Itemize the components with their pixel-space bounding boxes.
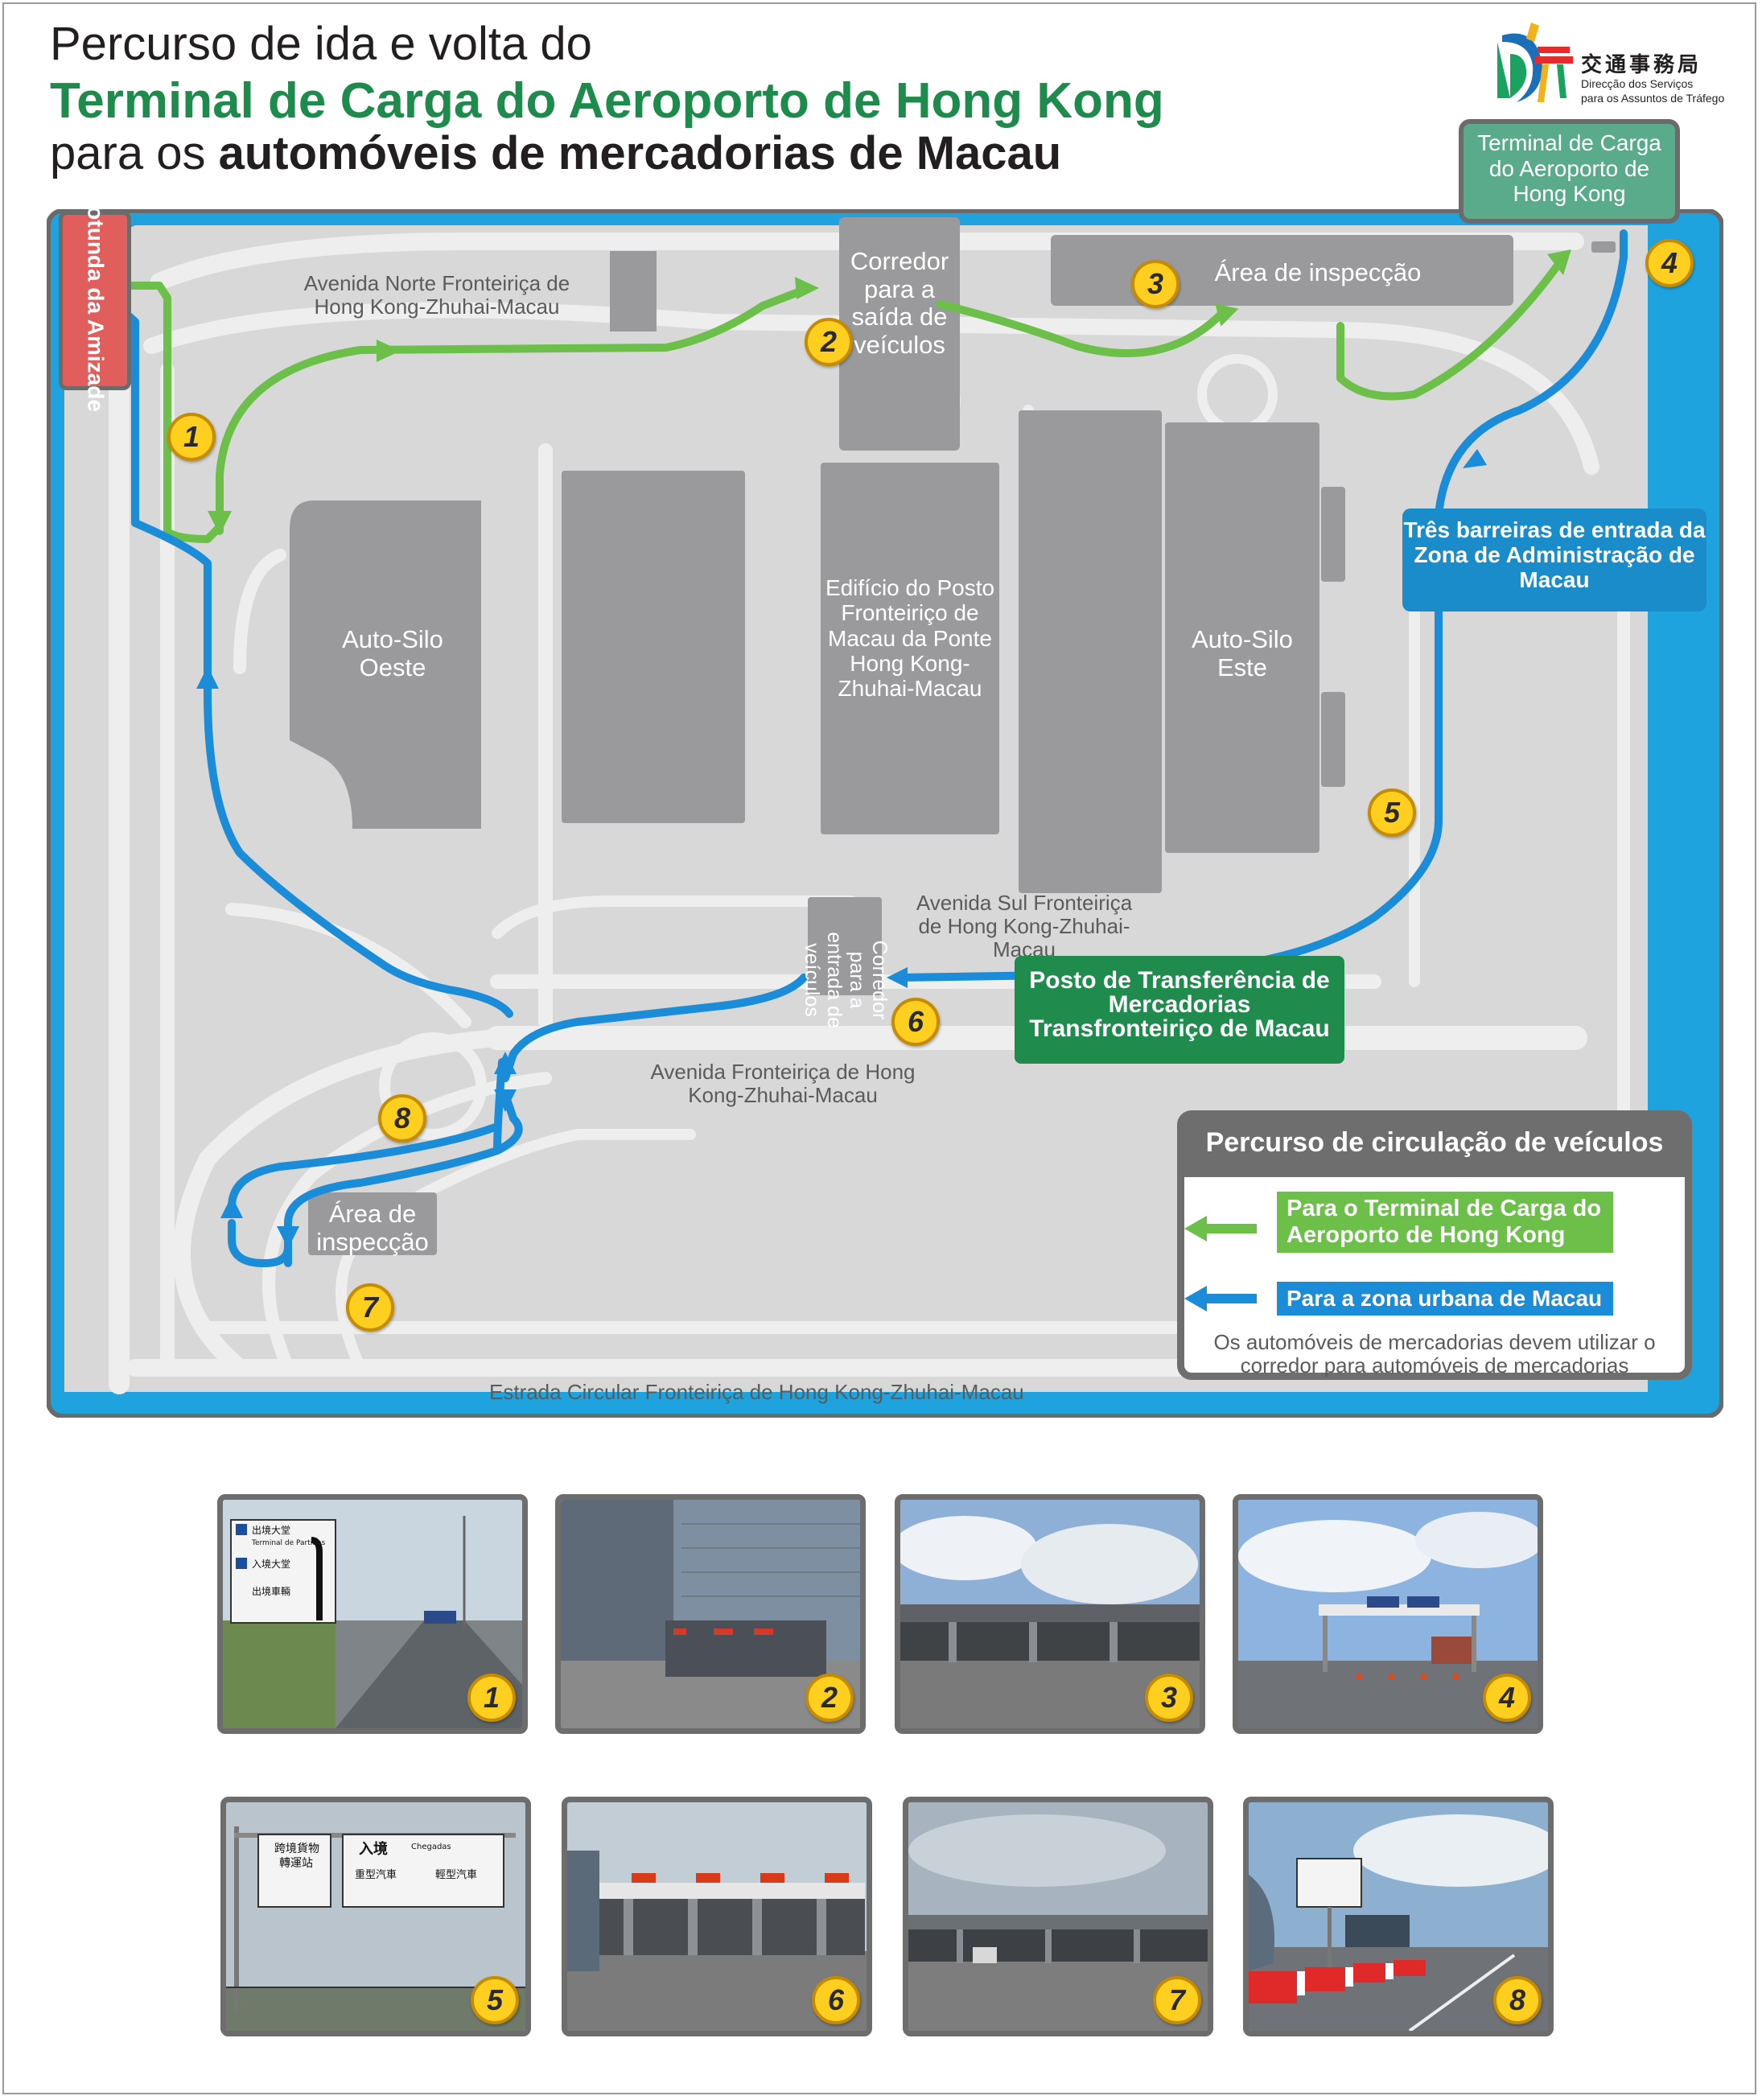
photo-3: 3 — [895, 1494, 1205, 1734]
legend-note: Os automóveis de mercadorias devem utili… — [1213, 1330, 1656, 1378]
legend-green-label: Para o Terminal de Carga do Aeroporto de… — [1277, 1192, 1613, 1253]
green-arrow-icon — [1184, 1216, 1257, 1241]
photo-4-badge: 4 — [1483, 1674, 1531, 1722]
marker-3: 3 — [1131, 260, 1179, 308]
sign-1-line4: 出境車輛 — [252, 1585, 290, 1597]
photo-5-badge: 5 — [471, 1976, 519, 2024]
photo-5: 跨境貨物 轉運站 入境 Chegadas 重型汽車 輕型汽車 5 — [220, 1797, 531, 2036]
road-label-ring: Estrada Circular Fronteiriça de Hong Kon… — [489, 1380, 1024, 1404]
photo-1: 出境大堂 Terminal de Partidas 入境大堂 出境車輛 1 — [217, 1494, 528, 1734]
rotunda-da-amizade: Rotunda da Amizade — [59, 190, 131, 411]
sign-1-line2: Terminal de Partidas — [251, 1539, 326, 1547]
inspection-area-south-label: Área de inspecção — [316, 1200, 429, 1256]
photo-6-badge: 6 — [812, 1976, 860, 2024]
sign-5-line4: Chegadas — [411, 1843, 451, 1851]
photo-7: 7 — [903, 1797, 1213, 2036]
car-park-east-label: Auto-Silo Este — [1192, 625, 1293, 681]
photo-8-badge: 8 — [1493, 1976, 1542, 2024]
photo-3-badge: 3 — [1145, 1674, 1193, 1722]
marker-4: 4 — [1645, 239, 1694, 287]
entry-barriers-box: Três barreiras de entrada da Zona de Adm… — [1402, 509, 1706, 611]
sign-5-line5: 重型汽車 — [355, 1868, 397, 1881]
inspection-area-north-label: Área de inspecção — [1214, 258, 1422, 286]
road-label-main: Avenida Fronteiriça de Hong Kong-Zhuhai-… — [650, 1060, 916, 1108]
photo-6: 6 — [562, 1797, 872, 2036]
marker-5: 5 — [1368, 789, 1416, 837]
legend-blue-label: Para a zona urbana de Macau — [1277, 1282, 1613, 1316]
entry-corridor-label: Corredor para a entrada de veículos — [801, 932, 891, 1028]
marker-1: 1 — [167, 413, 216, 461]
photo-2-scene — [561, 1500, 860, 1728]
marker-2: 2 — [805, 318, 853, 366]
photo-1-badge: 1 — [467, 1674, 516, 1722]
photo-4: 4 — [1233, 1494, 1543, 1734]
marker-7: 7 — [346, 1283, 394, 1332]
cargo-terminal-box: Terminal de Carga do Aeroporto de Hong K… — [1459, 119, 1680, 224]
marker-8: 8 — [378, 1094, 426, 1143]
marker-6: 6 — [891, 998, 940, 1046]
route-legend: Percurso de circulação de veículos Para … — [1177, 1110, 1692, 1380]
sign-5-line3: 入境 — [359, 1840, 388, 1858]
title-line-2: Terminal de Carga do Aeroporto de Hong K… — [50, 73, 1164, 129]
photo-2: 2 — [555, 1494, 866, 1734]
photo-8: 8 — [1243, 1797, 1554, 2036]
border-building-label: Edifício do Posto Fronteiriço de Macau d… — [825, 575, 995, 702]
sign-5-line1: 跨境貨物 — [274, 1842, 319, 1855]
legend-title: Percurso de circulação de veículos — [1205, 1127, 1664, 1158]
photo-2-badge: 2 — [805, 1674, 854, 1722]
sign-5-line6: 輕型汽車 — [435, 1869, 477, 1881]
goods-transfer-post-box: Posto de Transferência de Mercadorias Tr… — [1015, 956, 1344, 1064]
exit-corridor-label: Corredor para a saída de veículos — [850, 247, 949, 360]
sign-1-line3: 入境大堂 — [252, 1558, 290, 1570]
photo-7-scene — [908, 1802, 1208, 2031]
blue-arrow-icon — [1184, 1286, 1257, 1311]
photo-7-badge: 7 — [1153, 1976, 1201, 2024]
road-label-north: Avenida Norte Fronteiriça de Hong Kong-Z… — [303, 271, 570, 319]
dsat-logo: 交通事務局 Direcção dos Serviços para os Assu… — [1492, 18, 1742, 106]
photo-8-scene — [1249, 1802, 1548, 2031]
title-line-1: Percurso de ida e volta do — [50, 18, 592, 70]
route-map: Rotunda da Amizade Terminal de Carga do … — [47, 119, 1723, 1418]
sign-5-line2: 轉運站 — [279, 1857, 313, 1870]
car-park-west-label: Auto-Silo Oeste — [342, 625, 443, 681]
road-label-south: Avenida Sul Fronteiriça de Hong Kong-Zhu… — [916, 891, 1133, 962]
dsat-emblem-icon — [1497, 23, 1573, 102]
title-line-3: para os automóveis de mercadorias de Mac… — [50, 127, 1062, 179]
sign-1-line1: 出境大堂 — [252, 1524, 290, 1536]
